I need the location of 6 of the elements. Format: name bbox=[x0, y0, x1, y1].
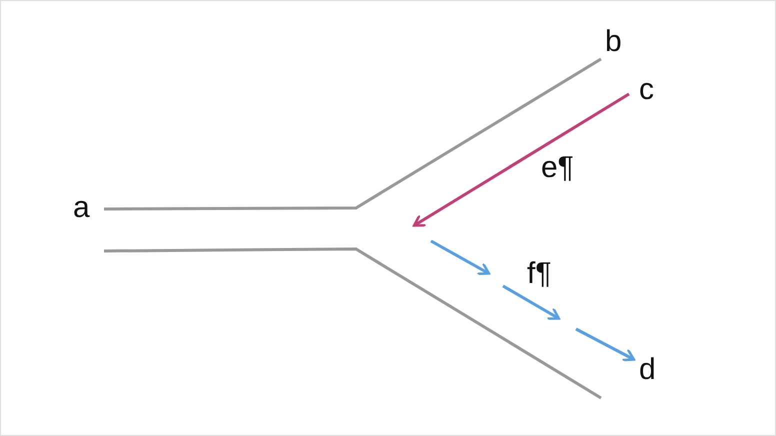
channel-label: a bbox=[73, 193, 90, 223]
channel-label: c bbox=[639, 75, 654, 105]
channel-label: d bbox=[639, 355, 656, 385]
channel-label: e¶ bbox=[541, 153, 574, 183]
channel-label: b bbox=[605, 27, 622, 57]
channel-label: f¶ bbox=[527, 259, 552, 289]
